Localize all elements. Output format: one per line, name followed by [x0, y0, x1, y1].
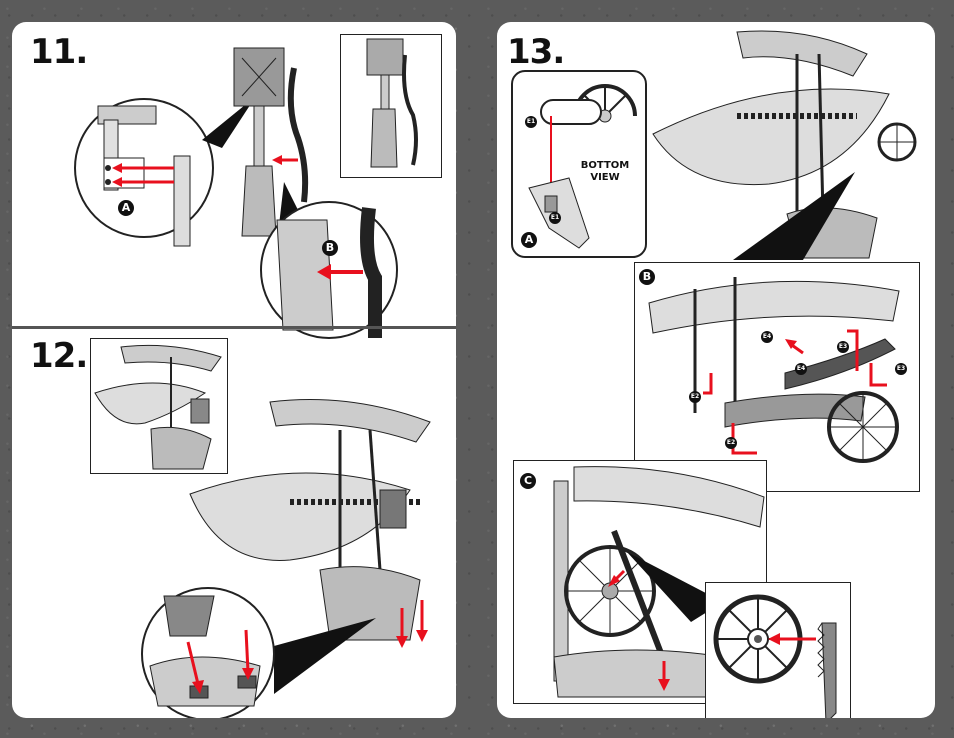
part-badge-e1-bottom: E1: [549, 212, 561, 224]
step-11-detail-b: [259, 200, 401, 342]
callout-badge-c: C: [520, 473, 536, 489]
part-badge-e2-bottom: E2: [725, 437, 737, 449]
step-11-reference-inset: [340, 34, 442, 178]
step-12-number: 12.: [30, 336, 87, 376]
part-badge-e4-top: E4: [761, 331, 773, 343]
step-13-panel-c-detail: [705, 582, 851, 718]
step-11-inset-figure: [361, 39, 431, 169]
panel-b-figure: [635, 263, 919, 491]
bottom-view-label: BOTTOM VIEW: [577, 160, 633, 184]
step-12-pointer: [274, 616, 384, 696]
part-badge-e2-top: E2: [689, 391, 701, 403]
step-12-detail: [140, 586, 278, 718]
part-badge-e1-top: E1: [525, 116, 537, 128]
part-badge-e3-right: E3: [895, 363, 907, 375]
callout-badge-a: A: [118, 200, 134, 216]
callout-badge-b: B: [322, 240, 338, 256]
step-13-number: 13.: [507, 32, 564, 72]
callout-badge-b: B: [639, 269, 655, 285]
section-divider: [12, 326, 456, 329]
callout-badge-a: A: [521, 232, 537, 248]
instruction-page-left: 11. A: [12, 22, 456, 718]
part-badge-e3-left: E3: [837, 341, 849, 353]
panel-c-detail-wheel: [706, 583, 850, 718]
step-13-pointer-b: [733, 172, 863, 262]
step-13-panel-b: B E4 E4 E3 E3 E2 E2: [634, 262, 920, 492]
step-11-number: 11.: [30, 32, 87, 72]
instruction-page-right: 13. BOTTOM VIEW E1 E1 A: [497, 22, 935, 718]
step-13-panel-a: BOTTOM VIEW E1 E1 A: [511, 70, 647, 258]
part-badge-e4-bottom: E4: [795, 363, 807, 375]
